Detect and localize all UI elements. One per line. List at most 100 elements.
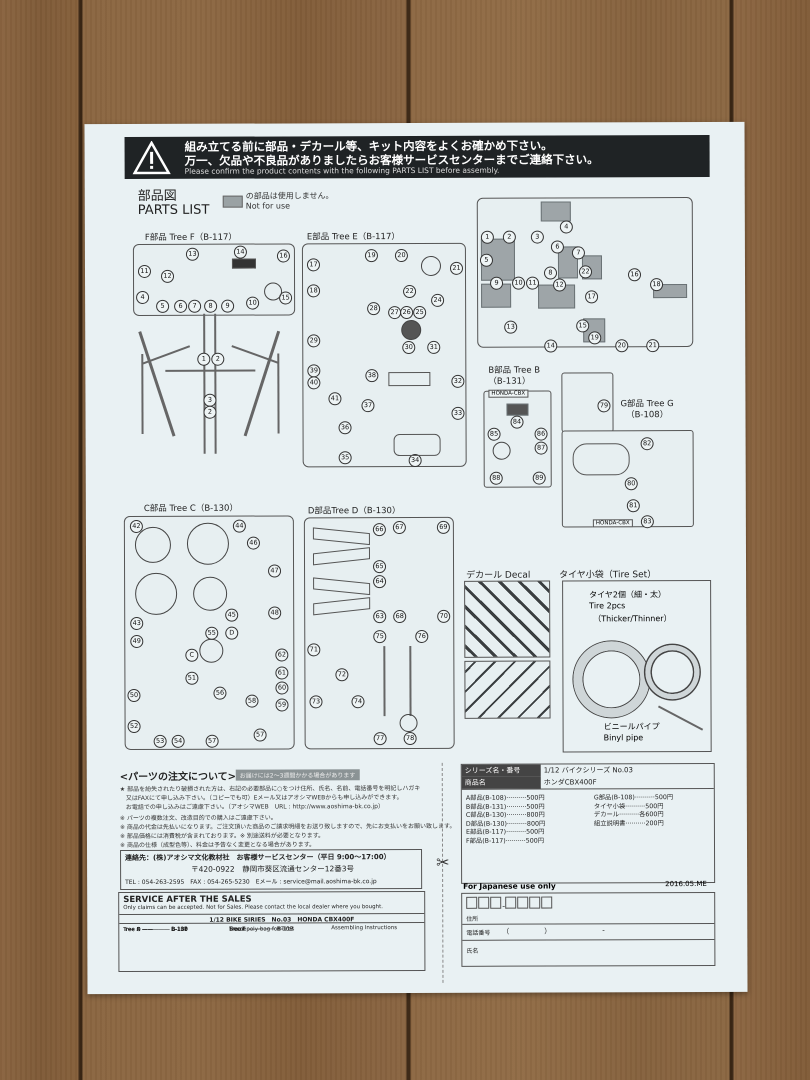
- part-50: 50: [127, 688, 141, 703]
- contact-line-2: 〒420-0922 静岡市葵区流通センター12番3号: [191, 864, 355, 874]
- part-63: 63: [373, 610, 387, 624]
- part-71: 71: [307, 643, 321, 657]
- tree-b-code: （B-131）: [488, 376, 531, 387]
- tree-e-label: E部品 Tree E（B-117）: [306, 232, 400, 243]
- edition-code: 2016.05.ME: [665, 879, 707, 889]
- part-76-shape: [409, 646, 412, 717]
- tree-b-stamp: HONDA-CBX: [488, 389, 529, 398]
- legend-jp: の部品は使用しません。: [245, 191, 334, 201]
- part-44: 44: [232, 519, 246, 533]
- part-65: 65: [373, 560, 387, 574]
- order-title: <パーツの注文について>: [119, 771, 237, 784]
- part-14: 14: [233, 245, 247, 259]
- part-60: 60: [275, 681, 289, 695]
- tree-g-code: （B-108）: [626, 410, 669, 421]
- part-4: 4: [136, 290, 150, 304]
- part-88: 88: [489, 471, 503, 485]
- part-17: 17: [306, 258, 320, 272]
- tree-c-runner: 42 44 46 47 48 43 45 49 55 D C 62 51 61 …: [123, 515, 295, 751]
- part-30: 30: [402, 341, 416, 355]
- part-57: 57: [205, 734, 219, 748]
- part-85-shape: [492, 441, 511, 460]
- part-a5: 5: [479, 253, 493, 267]
- part-56: 56: [213, 686, 227, 700]
- name-label: 氏名: [466, 947, 479, 955]
- part-a12: 12: [553, 278, 567, 292]
- part-86: 86: [534, 427, 548, 441]
- part-37: 37: [361, 399, 375, 413]
- part-73: 73: [309, 695, 323, 709]
- part-43-shape: [135, 572, 178, 615]
- part-29: 29: [307, 334, 321, 348]
- part-55-shape: [199, 638, 224, 663]
- part-a16: 16: [627, 268, 642, 282]
- warning-banner: 組み立てる前に部品・デカール等、キット内容をよくお確かめ下さい。 万一、欠品や不…: [124, 134, 710, 180]
- tree-b-runner: HONDA-CBX 84 85 86 87 88 89: [483, 389, 552, 488]
- tree-c-label: C部品 Tree C（B-130）: [143, 503, 238, 514]
- part-25: 25: [413, 305, 427, 320]
- parts-list-title-en: PARTS LIST: [137, 202, 210, 218]
- part-43: 43: [130, 616, 144, 630]
- decal-label: デカール Decal: [466, 570, 531, 581]
- pipe-en: Binyl pipe: [603, 733, 644, 743]
- part-42: 42: [129, 519, 143, 533]
- phone-line: [462, 938, 715, 941]
- part-78-shape: [399, 713, 418, 733]
- phone-field[interactable]: （ ）: [502, 927, 552, 936]
- part-7: 7: [188, 299, 202, 313]
- part-a4: 4: [559, 220, 573, 234]
- part-82: 82: [640, 437, 654, 451]
- part-83: 83: [640, 515, 654, 529]
- part-53: 53: [153, 734, 167, 748]
- part-a22: 22: [578, 265, 593, 279]
- parts-list-sheet: 組み立てる前に部品・デカール等、キット内容をよくお確かめ下さい。 万一、欠品や不…: [84, 121, 748, 995]
- part-81: 81: [626, 499, 640, 513]
- part-52: 52: [127, 719, 141, 734]
- part-d-marker: D: [225, 626, 239, 640]
- part-32-shape: [388, 371, 431, 387]
- part-5: 5: [156, 299, 170, 313]
- tire-thin: [645, 645, 700, 700]
- part-36: 36: [338, 421, 352, 435]
- japan-form-title: For Japanese use only: [463, 881, 556, 891]
- part-21-shape: [420, 255, 442, 276]
- decal-sheet-1: [464, 580, 551, 658]
- part-a15: 15: [576, 319, 590, 333]
- part-45: 45: [225, 608, 239, 622]
- tree-b-name: B部品 Tree B: [488, 365, 541, 376]
- part-68: 68: [393, 610, 407, 624]
- part-2b: 2: [203, 405, 217, 419]
- order-line-3: お電話での申し込みはご遠慮下さい。（アオシマWEB URL : http://w…: [119, 803, 384, 812]
- part-a4-unused: [540, 201, 571, 222]
- part-45-shape: [193, 576, 228, 611]
- part-1: 1: [197, 352, 211, 366]
- part-15-shape: [264, 282, 283, 301]
- part-10: 10: [246, 296, 260, 310]
- part-84: 84: [510, 415, 524, 429]
- part-a11: 11: [526, 276, 540, 290]
- part-2: 2: [211, 352, 225, 366]
- decal-sheet-2: [464, 660, 551, 719]
- part-38: 38: [365, 369, 379, 383]
- phone-label: 電話番号: [466, 929, 491, 937]
- warning-line-english: Please confirm the product contents with…: [184, 165, 500, 176]
- part-34-shape: [393, 433, 441, 457]
- tree-b-label: B部品 Tree B （B-131）: [488, 366, 540, 388]
- part-74: 74: [351, 695, 365, 709]
- part-13: 13: [185, 247, 199, 261]
- tire-note: （Thicker/Thinner）: [593, 614, 672, 624]
- order-line-7: ※ 商品の仕様（成型色等）、料金は予告なく変更となる場合があります。: [119, 841, 316, 850]
- part-55: 55: [205, 626, 219, 640]
- part-41: 41: [328, 392, 342, 406]
- part-33: 33: [451, 406, 465, 420]
- part-44-shape: [186, 522, 230, 565]
- part-a6: 6: [550, 240, 564, 254]
- part-89: 89: [532, 471, 546, 485]
- tree-g-name: G部品 Tree G: [620, 399, 674, 410]
- series-value: 1/12 バイクシリーズ No.03: [543, 766, 633, 775]
- part-a9: 9: [490, 276, 504, 290]
- zip-code-field[interactable]: -: [466, 896, 553, 911]
- part-a13: 13: [504, 320, 518, 334]
- part-69: 69: [436, 520, 450, 534]
- part-8: 8: [204, 299, 218, 313]
